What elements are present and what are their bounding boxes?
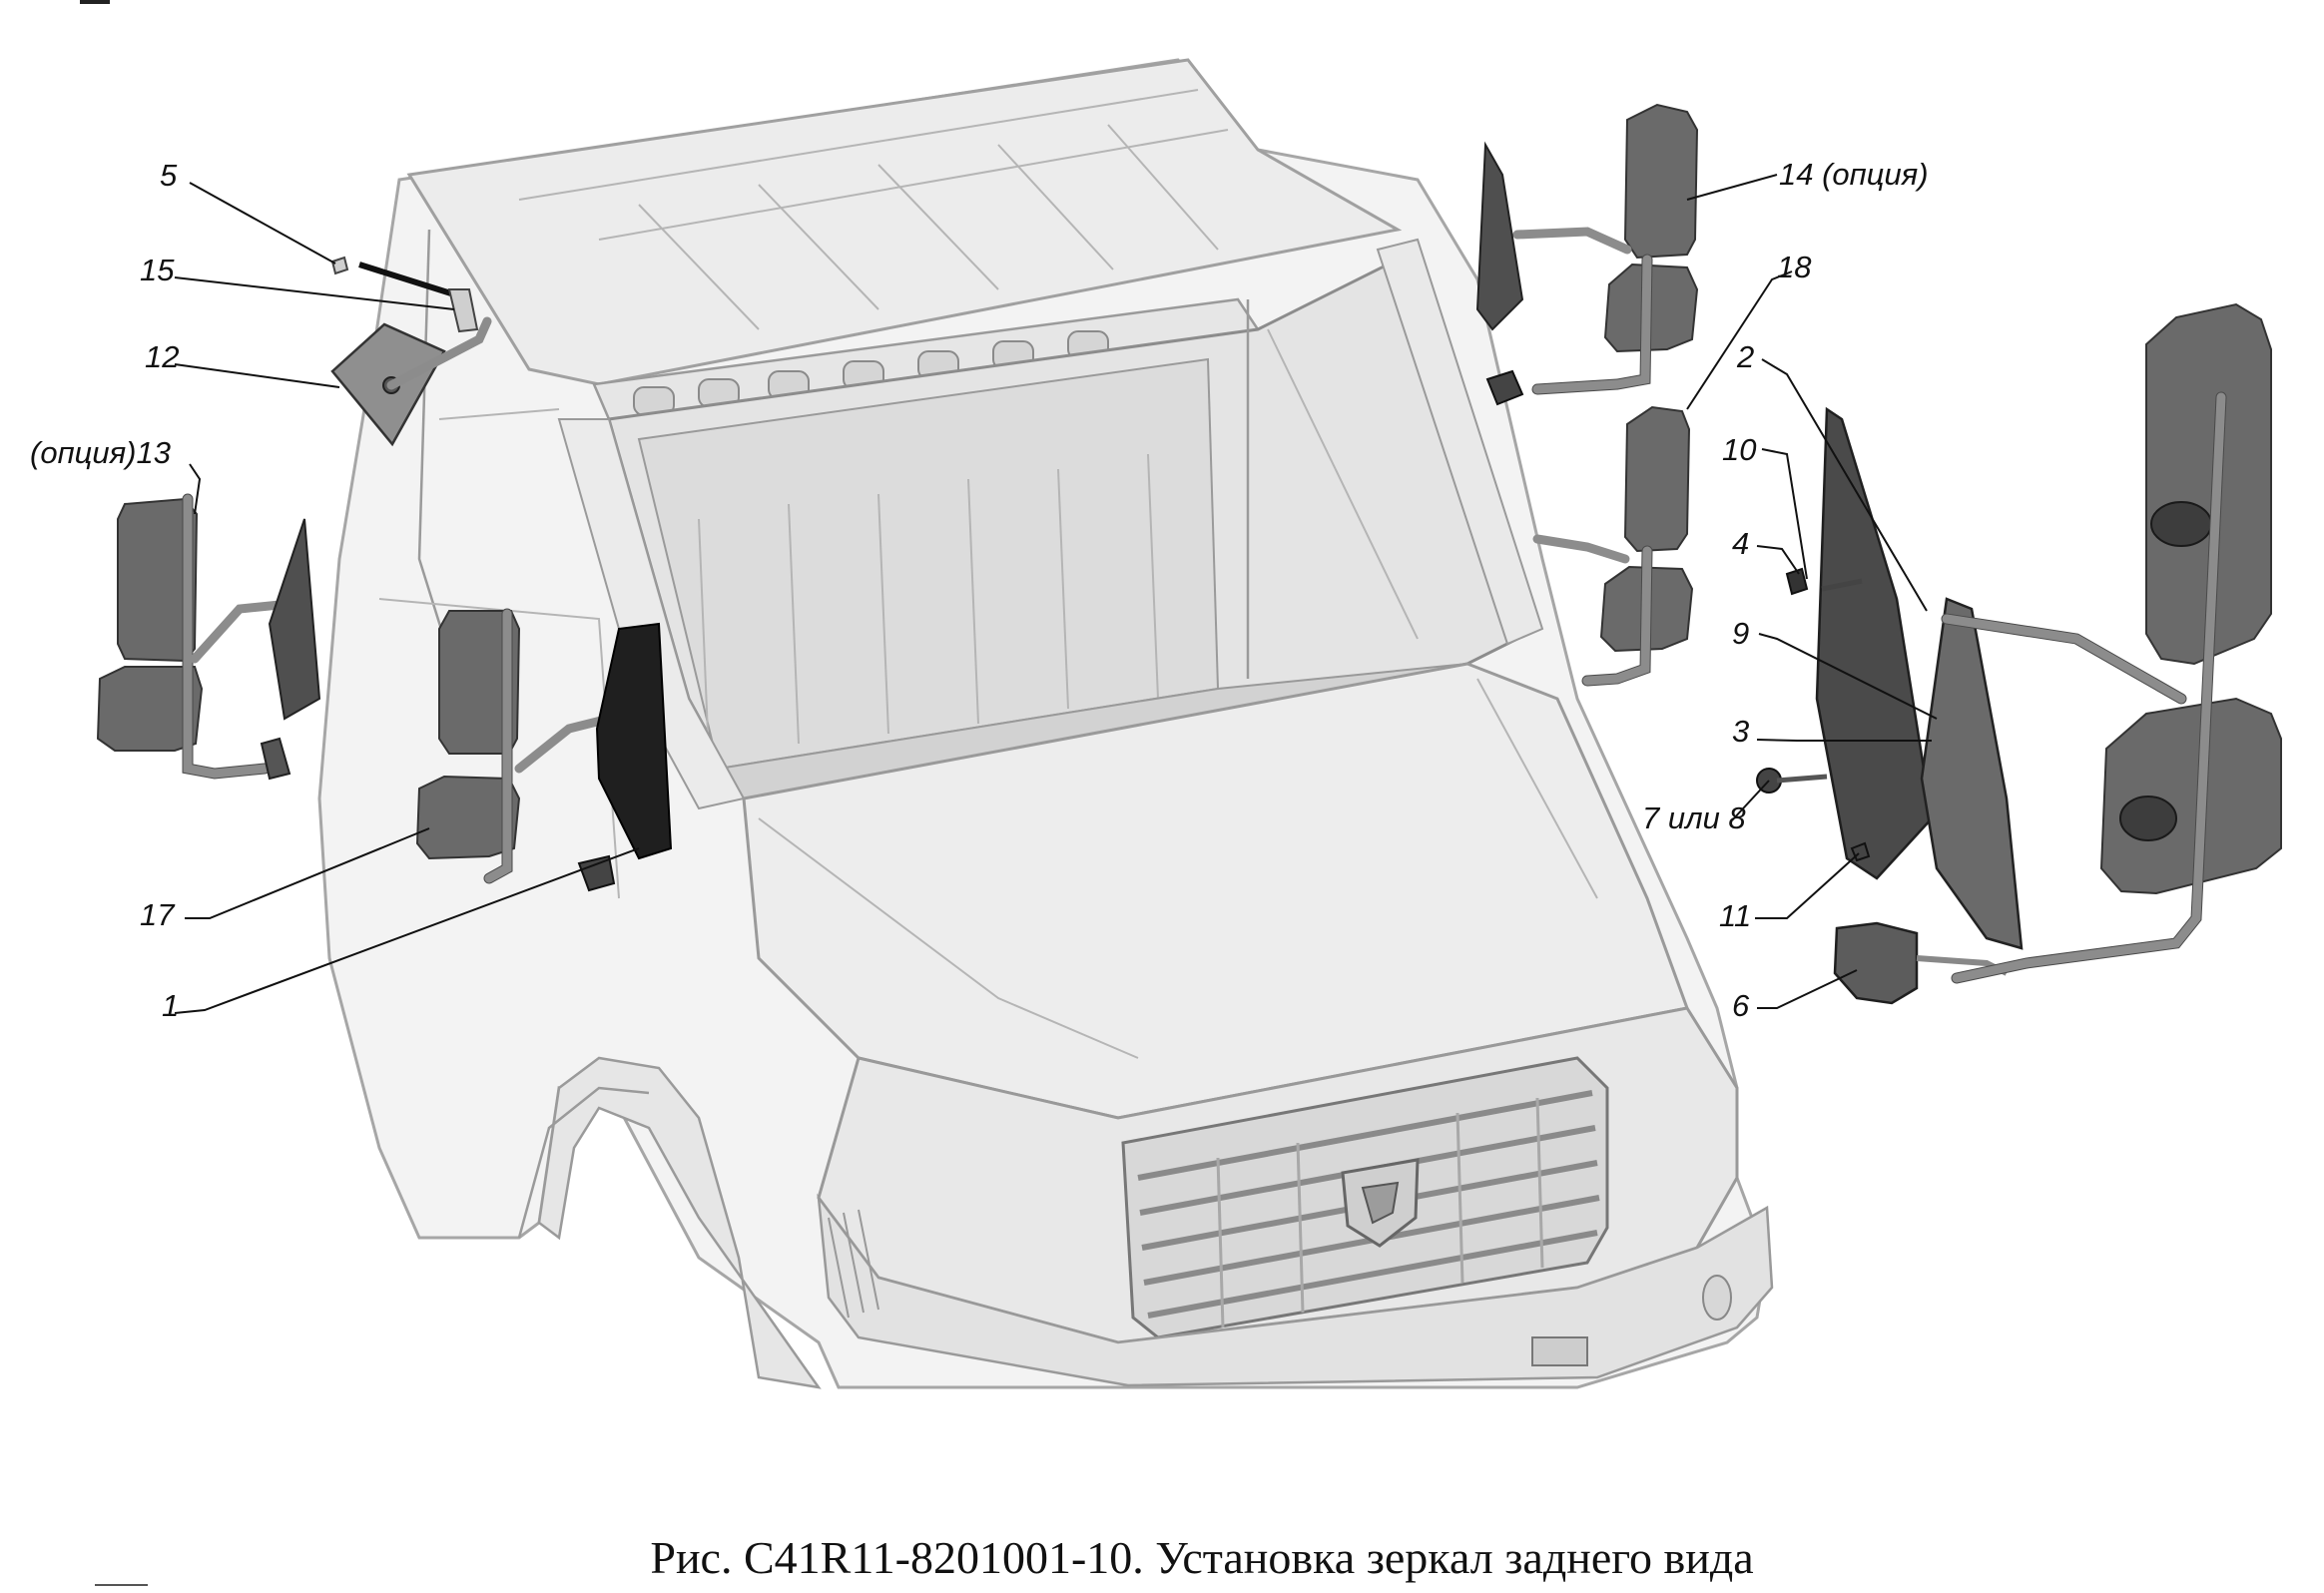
callout-5: 5 xyxy=(160,158,178,193)
mirror-14-option xyxy=(1475,103,1699,406)
mirror-13-option xyxy=(96,493,321,781)
cab-roof xyxy=(406,58,1403,386)
mount-clip-left xyxy=(577,854,616,892)
front-fender xyxy=(537,1056,822,1389)
mount-plate-1 xyxy=(595,622,673,860)
mirror-17-left-installed xyxy=(415,608,614,884)
callout-1: 1 xyxy=(162,988,179,1023)
gaz-emblem xyxy=(1341,1158,1420,1248)
callout-labels: 5 15 12 (опция)13 17 1 14 (опция) 18 2 1… xyxy=(30,157,1929,1023)
corner-marks xyxy=(80,0,148,1586)
mirror-12-wide-angle xyxy=(330,316,492,447)
callout-11: 11 xyxy=(1719,898,1751,933)
grille-verticals xyxy=(1216,1097,1544,1328)
a-pillar-right xyxy=(1376,238,1544,646)
callout-13: (опция)13 xyxy=(30,435,171,470)
callout-9: 9 xyxy=(1732,616,1749,651)
figure-caption: Рис. С41R11-8201001-10. Установка зеркал… xyxy=(650,1532,1753,1583)
callout-12: 12 xyxy=(145,339,179,374)
rear-wall-ribs xyxy=(698,453,1159,760)
callout-14: 14 (опция) xyxy=(1779,157,1929,192)
mirror-13-mount-plate xyxy=(268,518,321,721)
fog-lamp-right xyxy=(1702,1275,1732,1321)
mirror-right-assembly xyxy=(1756,302,2282,1005)
callout-3: 3 xyxy=(1732,714,1749,749)
callout-15: 15 xyxy=(140,253,175,287)
bracket-15 xyxy=(358,262,479,333)
clamp-6 xyxy=(1833,921,1919,1005)
fog-lamp-left xyxy=(828,1209,879,1319)
roof-ribs xyxy=(518,89,1229,330)
callout-7-or-8: 7 или 8 xyxy=(1642,800,1746,835)
mount-panel xyxy=(1920,597,2024,950)
callout-4: 4 xyxy=(1732,526,1749,561)
mirror-18 xyxy=(1532,405,1694,687)
callout-18: 18 xyxy=(1777,250,1812,284)
leader-lines xyxy=(174,174,1938,1014)
callout-6: 6 xyxy=(1732,988,1750,1023)
callout-17: 17 xyxy=(140,897,176,932)
mount-bracket-plate xyxy=(1815,406,1934,880)
callout-2: 2 xyxy=(1736,339,1754,374)
mirror-14-mount-plate xyxy=(1475,141,1524,331)
license-plate-mount xyxy=(1531,1336,1588,1366)
callout-10: 10 xyxy=(1722,432,1756,467)
fastener-5 xyxy=(330,256,349,275)
truck-cab xyxy=(317,58,1774,1389)
